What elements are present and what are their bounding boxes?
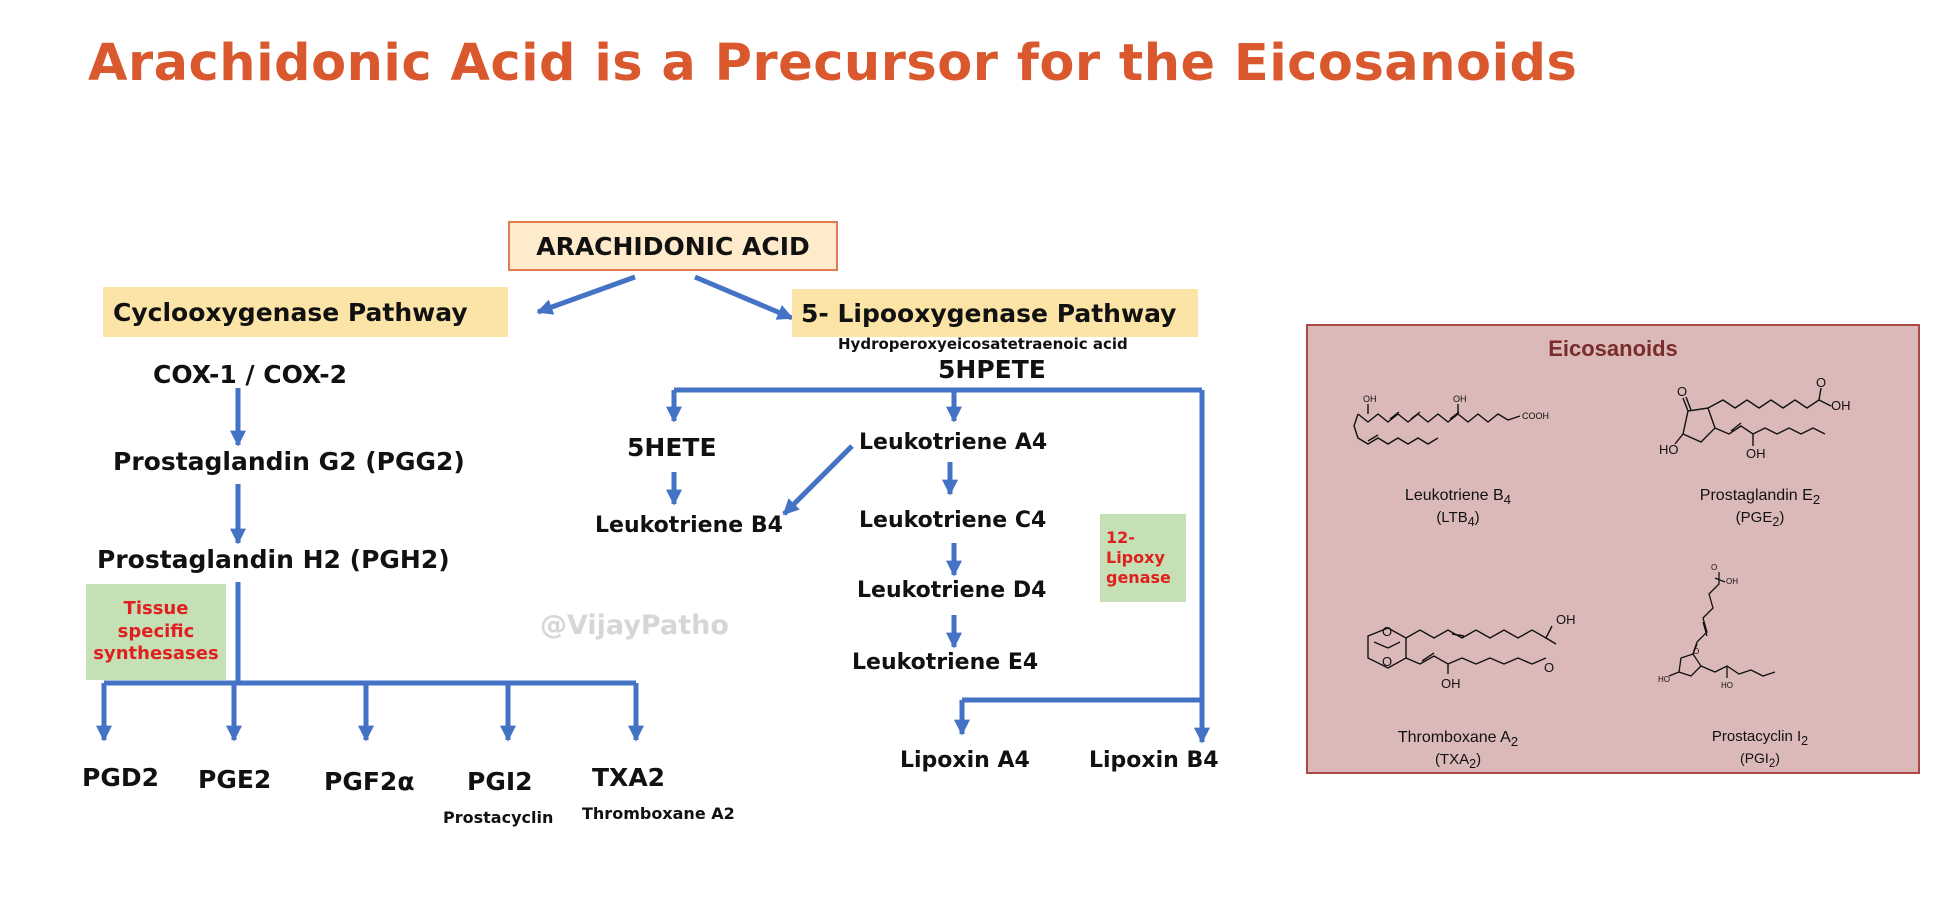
arrow-to-cox [536,274,636,315]
lox-pathway-label: 5- Lipooxygenase Pathway [801,298,1177,328]
watermark: @VijayPatho [540,610,729,641]
pgi2-structure: O OH O HO HO [1658,563,1776,690]
ltb4-cooh: COOH [1522,411,1549,421]
pge2-o-acid: O [1816,376,1826,390]
txa2-oh-acid: OH [1556,612,1576,627]
pgg2-label: Prostaglandin G2 (PGG2) [113,447,465,476]
txa2-abbr-close: ) [1476,750,1482,768]
ltd4-label: Leukotriene D4 [857,578,1047,603]
arrow-to-lox [694,274,794,321]
ltb4-label: Leukotriene B4 [595,513,783,538]
ltb4-oh-1: OH [1363,394,1377,404]
hpete-label: 5HPETE [938,355,1046,384]
txa2-structure: O O OH O OH [1367,612,1576,691]
lta4-label: Leukotriene A4 [859,430,1048,455]
ltc4-label: Leukotriene C4 [859,508,1047,533]
pge2-o-ketone: O [1677,384,1687,399]
pgi2-abbr: (PGI [1740,749,1769,766]
txa2-o-2: O [1382,654,1392,669]
tissue-synthesases-box: Tissue specific synthesases [86,584,226,680]
txa2-o-1: O [1382,624,1392,639]
product-pgi2-sub: Prostacyclin [443,808,554,827]
ltb4-abbr: (LTB [1436,508,1468,526]
lte4-label: Leukotriene E4 [852,650,1039,675]
cox-pathway-label: Cyclooxygenase Pathway [113,297,468,327]
pgi2-abbr-sub: 2 [1768,756,1776,770]
pge2-abbr-sub: 2 [1772,514,1780,529]
pgi2-name: Prostacyclin I [1711,728,1802,745]
pgi2-caption: Prostacyclin I2 (PGI2) [1670,728,1850,771]
pgi2-o-ring: O [1693,647,1699,656]
pge2-caption: Prostaglandin E2 (PGE2) [1670,486,1850,530]
root-box: ARACHIDONIC ACID [508,221,838,271]
page-title: Arachidonic Acid is a Precursor for the … [88,34,1578,93]
ltb4-abbr-close: ) [1474,508,1480,526]
ltb4-name-sub: 4 [1503,492,1512,508]
panel-title: Eicosanoids [1548,336,1678,361]
cox-enzyme-label: COX-1 / COX-2 [153,360,347,389]
txa2-o-acid: O [1544,660,1554,675]
product-pgf2a: PGF2α [324,767,415,796]
product-pge2: PGE2 [198,765,272,794]
txa2-caption: Thromboxane A2 (TXA2) [1368,728,1548,772]
hete-label: 5HETE [627,433,717,462]
eicosanoids-panel: Eicosanoids OH OH COOH Leukotriene B4 (L… [1306,324,1920,774]
root-label: ARACHIDONIC ACID [536,231,810,261]
ltb4-oh-2: OH [1453,394,1467,404]
pge2-name-sub: 2 [1812,492,1821,508]
pge2-name: Prostaglandin E [1699,487,1813,504]
pge2-structure: O O OH HO OH [1659,376,1851,461]
pgi2-name-sub: 2 [1801,734,1809,748]
pgi2-ho-2: HO [1721,681,1733,690]
product-txa2: TXA2 [592,763,666,792]
pgi2-oh-acid: OH [1726,577,1738,586]
lox-pathway-box: 5- Lipooxygenase Pathway [792,289,1198,337]
ltb4-structure: OH OH COOH [1353,394,1549,445]
pgi2-abbr-close: ) [1775,749,1780,766]
pgi2-o-acid: O [1711,563,1717,572]
ltb4-name: Leukotriene B [1404,487,1504,504]
pge2-oh-acid: OH [1831,398,1851,413]
txa2-abbr-sub: 2 [1469,756,1477,771]
txa2-abbr: (TXA [1434,750,1470,768]
txa2-oh: OH [1441,676,1461,691]
arrow-lta4-to-ltb4 [782,444,854,516]
pge2-oh: OH [1746,446,1766,461]
pge2-abbr: (PGE [1735,508,1773,526]
txa2-name: Thromboxane A [1397,729,1511,746]
pge2-abbr-close: ) [1779,508,1785,526]
pge2-ho: HO [1659,442,1679,457]
lipoxin-b4-label: Lipoxin B4 [1089,748,1219,773]
pgh2-label: Prostaglandin H2 (PGH2) [97,545,450,574]
product-pgd2: PGD2 [82,763,159,792]
lipoxygenase12-box: 12- Lipoxy genase [1100,514,1186,602]
product-pgi2: PGI2 [467,767,533,796]
cox-pathway-box: Cyclooxygenase Pathway [103,287,508,337]
pgi2-ho-1: HO [1658,675,1670,684]
ltb4-abbr-sub: 4 [1467,514,1475,529]
txa2-name-sub: 2 [1510,734,1519,750]
product-txa2-sub: Thromboxane A2 [582,804,735,823]
lipoxin-a4-label: Lipoxin A4 [900,748,1030,773]
hpete-fullname: Hydroperoxyeicosatetraenoic acid [838,335,1128,353]
ltb4-caption: Leukotriene B4 (LTB4) [1368,486,1548,530]
